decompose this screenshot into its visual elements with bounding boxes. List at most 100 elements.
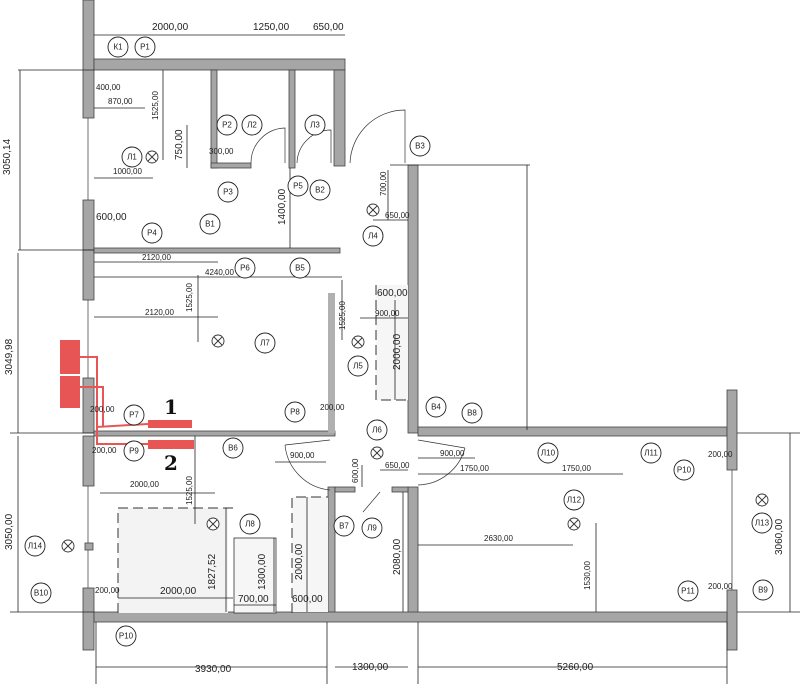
label-text: К1: [113, 43, 123, 52]
label-text: Р1: [140, 43, 150, 52]
label-text: Р7: [129, 411, 139, 420]
label-text: Л1: [127, 153, 137, 162]
dimension-text: 900,00: [440, 449, 465, 458]
label-circle: [216, 114, 238, 136]
dimension-text: 1250,00: [253, 22, 290, 33]
device-label: В1: [199, 213, 221, 235]
device-label: К1: [107, 36, 129, 58]
label-circle: [24, 535, 46, 557]
device-label: Л7: [254, 332, 276, 354]
device-label: В3: [409, 135, 431, 157]
label-text: Р11: [681, 587, 695, 596]
dimension-text: 600,00: [351, 458, 360, 483]
dimension-text: 2000,00: [294, 543, 305, 580]
label-text: Р9: [129, 447, 139, 456]
dimension-text: 2630,00: [484, 534, 513, 543]
dimension-text: 2000,00: [392, 333, 403, 370]
label-text: Л7: [260, 339, 270, 348]
label-circle: [121, 146, 143, 168]
dimension-text: 200,00: [708, 450, 733, 459]
dimension-text: 3050,00: [4, 513, 15, 550]
dimension-text: 1827,52: [207, 553, 218, 590]
label-text: Л4: [368, 232, 378, 241]
device-label: Р7: [123, 404, 145, 426]
device-label: Л13: [751, 512, 773, 534]
label-circle: [366, 419, 388, 441]
label-circle: [640, 442, 662, 464]
device-label: Л1: [121, 146, 143, 168]
dimension-text: 650,00: [385, 211, 410, 220]
label-text: Р10: [119, 632, 134, 641]
label-circle: [134, 36, 156, 58]
label-circle: [309, 179, 331, 201]
dimension-text: 4240,00: [205, 268, 234, 277]
label-text: Л6: [372, 426, 382, 435]
label-circle: [254, 332, 276, 354]
device-label: В7: [333, 515, 355, 537]
label-text: Л8: [245, 520, 255, 529]
device-label: В9: [752, 579, 774, 601]
device-label: Р1: [134, 36, 156, 58]
dimension-text: 3049,98: [4, 338, 15, 375]
label-circle: [347, 355, 369, 377]
dimension-text: 1000,00: [113, 167, 142, 176]
label-circle: [461, 402, 483, 424]
device-label: Р11: [677, 580, 699, 602]
dimension-text: 200,00: [320, 403, 345, 412]
label-circle: [289, 257, 311, 279]
device-label: Л12: [563, 489, 585, 511]
lamp-icon: [61, 539, 75, 553]
device-label: Л9: [361, 517, 383, 539]
label-circle: [563, 489, 585, 511]
dimension-text: 650,00: [385, 461, 410, 470]
device-label: Р10: [115, 625, 137, 647]
dimension-text: 200,00: [95, 586, 120, 595]
lamp-icon: [755, 493, 769, 507]
dimension-text: 1530,00: [583, 561, 592, 590]
label-circle: [287, 175, 309, 197]
dimension-lines: [10, 34, 800, 684]
label-circle: [752, 579, 774, 601]
label-circle: [217, 181, 239, 203]
device-label: В5: [289, 257, 311, 279]
label-text: Р10: [677, 466, 692, 475]
label-circle: [361, 517, 383, 539]
dimension-text: 700,00: [238, 594, 269, 605]
label-circle: [241, 114, 263, 136]
marker-2: 2: [164, 451, 178, 475]
label-circle: [284, 401, 306, 423]
label-circle: [362, 225, 384, 247]
dimension-text: 2000,00: [152, 22, 189, 33]
device-label: Л5: [347, 355, 369, 377]
label-circle: [239, 513, 261, 535]
label-circle: [222, 437, 244, 459]
label-circle: [751, 512, 773, 534]
dimension-text: 2000,00: [130, 480, 159, 489]
device-label: В4: [425, 396, 447, 418]
label-text: В6: [228, 444, 238, 453]
dimension-text: 600,00: [96, 212, 127, 223]
device-label: В6: [222, 437, 244, 459]
door-swings: [250, 109, 466, 513]
device-label: Р6: [234, 257, 256, 279]
label-text: Л14: [28, 542, 43, 551]
device-label: Л8: [239, 513, 261, 535]
label-text: Р8: [290, 408, 300, 417]
dimension-text: 1750,00: [562, 464, 591, 473]
label-circle: [304, 114, 326, 136]
dimension-text: 600,00: [377, 288, 408, 299]
dimension-text: 2120,00: [145, 308, 174, 317]
label-text: Р2: [222, 121, 232, 130]
label-circle: [537, 442, 559, 464]
label-text: В9: [758, 586, 768, 595]
walls: [82, 0, 738, 651]
dimension-text: 1525,00: [151, 91, 160, 120]
label-circle: [107, 36, 129, 58]
dimension-text: 1525,00: [185, 476, 194, 505]
device-label: Л10: [537, 442, 559, 464]
device-label: Р5: [287, 175, 309, 197]
device-label: Л4: [362, 225, 384, 247]
dimension-text: 1400,00: [277, 188, 288, 225]
